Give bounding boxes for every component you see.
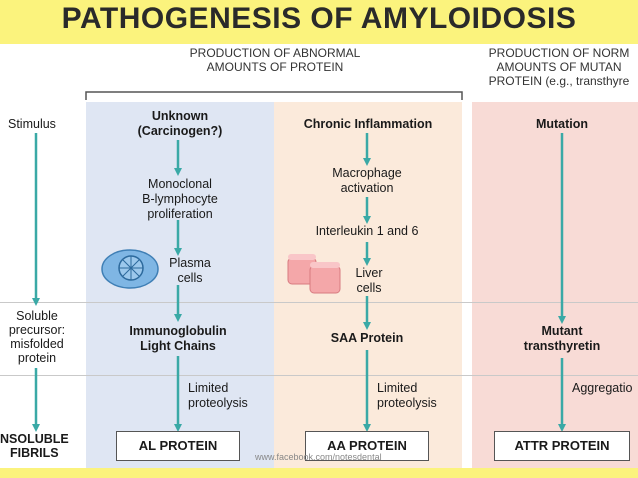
al-step1-line1: Monoclonal <box>148 177 212 191</box>
attr-protein-box: ATTR PROTEIN <box>494 431 630 461</box>
watermark: www.facebook.com/notesdental <box>255 452 382 462</box>
label-soluble-line4: protein <box>17 351 57 365</box>
plasma-cell-icon <box>101 249 159 289</box>
label-insoluble-line2: FIBRILS <box>10 446 59 460</box>
aa-precursor: SAA Protein <box>330 331 404 345</box>
aa-stimulus: Chronic Inflammation <box>303 117 433 131</box>
al-precursor-line1: Immunoglobulin <box>129 324 227 338</box>
aa-step3-line1: Liver <box>355 266 383 280</box>
label-soluble-line3: misfolded <box>10 337 64 351</box>
label-soluble-precursor: Soluble precursor: misfolded protein <box>4 309 70 365</box>
al-precursor-line2: Light Chains <box>140 339 216 353</box>
header-normal: PRODUCTION OF NORM AMOUNTS OF MUTAN PROT… <box>474 46 638 88</box>
attr-column <box>472 102 638 468</box>
label-insoluble-line1: NSOLUBLE <box>0 432 69 446</box>
header-normal-line1: PRODUCTION OF NORM <box>488 46 630 60</box>
aa-step1-line2: activation <box>340 181 394 195</box>
attr-process: Aggregatio <box>572 381 633 395</box>
row-divider-precursor <box>0 302 638 303</box>
aa-protein-box: AA PROTEIN <box>305 431 429 461</box>
aa-step3: Liver cells <box>346 266 392 296</box>
al-step1: Monoclonal B-lymphocyte proliferation <box>100 177 260 222</box>
aa-step1-line1: Macrophage <box>332 166 402 180</box>
bracket-abnormal <box>85 91 463 100</box>
aa-process: Limited proteolysis <box>377 381 437 411</box>
header-abnormal: PRODUCTION OF ABNORMAL AMOUNTS OF PROTEI… <box>150 46 400 74</box>
title-bar <box>0 0 638 44</box>
al-precursor: Immunoglobulin Light Chains <box>100 324 256 354</box>
label-stimulus: Stimulus <box>8 117 56 131</box>
al-stimulus-line2: (Carcinogen?) <box>137 124 223 138</box>
header-abnormal-line2: AMOUNTS OF PROTEIN <box>206 60 344 74</box>
liver-cells-icon <box>287 254 341 294</box>
row-divider-process <box>0 375 638 376</box>
aa-step1: Macrophage activation <box>300 166 434 196</box>
al-step1-line3: proliferation <box>147 207 213 221</box>
attr-precursor-line1: Mutant <box>541 324 583 338</box>
al-step2: Plasma cells <box>160 256 220 286</box>
al-step2-line1: Plasma <box>169 256 211 270</box>
aa-step2: Interleukin 1 and 6 <box>315 224 419 238</box>
header-normal-line3: PROTEIN (e.g., transthyre <box>488 74 630 88</box>
header-normal-line2: AMOUNTS OF MUTAN <box>496 60 622 74</box>
attr-precursor-line2: transthyretin <box>523 339 601 353</box>
al-stimulus-line1: Unknown <box>151 109 209 123</box>
al-protein-box: AL PROTEIN <box>116 431 240 461</box>
bottom-bar <box>0 468 638 478</box>
label-soluble-line1: Soluble <box>16 309 58 323</box>
label-soluble-line2: precursor: <box>8 323 66 337</box>
al-step2-line2: cells <box>177 271 203 285</box>
attr-precursor: Mutant transthyretin <box>494 324 630 354</box>
al-process: Limited proteolysis <box>188 381 248 411</box>
page-title: PATHOGENESIS OF AMYLOIDOSIS <box>61 2 577 35</box>
al-process-line2: proteolysis <box>188 396 248 410</box>
al-process-line1: Limited <box>188 381 229 395</box>
aa-step3-line2: cells <box>356 281 382 295</box>
aa-process-line2: proteolysis <box>377 396 437 410</box>
header-abnormal-line1: PRODUCTION OF ABNORMAL <box>189 46 361 60</box>
al-stimulus: Unknown (Carcinogen?) <box>100 109 260 139</box>
attr-stimulus: Mutation <box>535 117 589 131</box>
aa-process-line1: Limited <box>377 381 418 395</box>
label-insoluble-fibrils: NSOLUBLE FIBRILS <box>0 432 69 460</box>
al-step1-line2: B-lymphocyte <box>142 192 218 206</box>
